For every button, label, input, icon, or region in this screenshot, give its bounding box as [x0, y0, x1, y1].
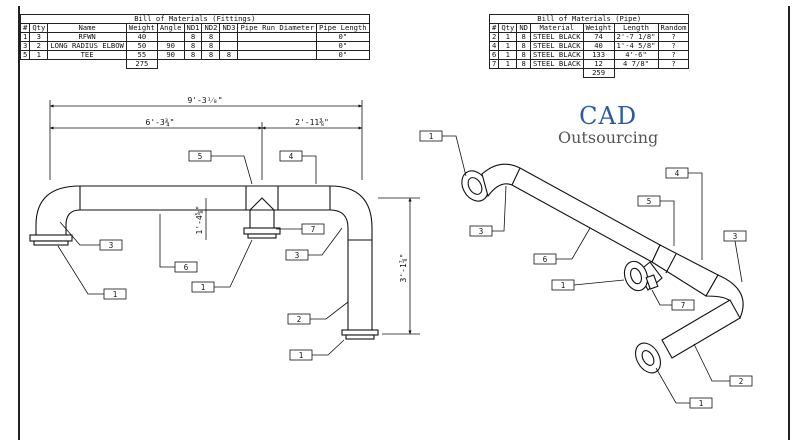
pipe-bom-title: Bill of Materials (Pipe): [489, 14, 690, 23]
iso-tag-3-top: 3: [469, 185, 507, 237]
front-tag-7: 7: [276, 223, 325, 235]
front-dimension-labels: 9'-3¹⁄₈" 6'-3¾" 2'-11⅜" 1'-4⅝" 3'-1⅞": [146, 96, 408, 282]
svg-text:1: 1: [113, 290, 118, 299]
svg-text:3: 3: [479, 227, 484, 236]
isometric-view: [461, 163, 744, 374]
svg-text:7: 7: [681, 301, 686, 310]
fittings-bom-cell: 5: [19, 50, 31, 60]
iso-tag-1-middle: 1: [551, 279, 625, 291]
svg-text:5: 5: [198, 152, 203, 161]
iso-tag-4: 4: [665, 167, 703, 260]
iso-tag-2: 2: [693, 343, 753, 387]
svg-text:1: 1: [429, 132, 434, 141]
svg-text:6: 6: [543, 255, 548, 264]
front-tag-3-right: 3: [285, 227, 343, 261]
svg-text:1: 1: [561, 281, 566, 290]
front-tag-5: 5: [188, 150, 253, 185]
svg-text:6: 6: [184, 263, 189, 272]
company-logo: CAD Outsourcing: [558, 103, 658, 147]
pipe-bom-total-row: 259: [490, 68, 689, 78]
svg-text:3: 3: [295, 251, 300, 260]
pipe-bom-cell: ?: [657, 59, 690, 69]
fittings-bom-title: Bill of Materials (Fittings): [20, 14, 370, 23]
fittings-bom-total-weight: 275: [125, 59, 158, 69]
fittings-bom-cell: [237, 50, 318, 60]
iso-tag-1-top: 1: [419, 130, 467, 177]
iso-tag-6: 6: [533, 227, 591, 265]
svg-text:7: 7: [311, 225, 316, 234]
svg-text:4: 4: [675, 169, 680, 178]
logo-outsourcing-text: Outsourcing: [558, 128, 659, 147]
svg-text:2: 2: [297, 315, 302, 324]
fittings-bom-cell: 1: [29, 50, 49, 60]
iso-tag-1-bottom: 1: [655, 367, 713, 409]
dim-right-span: 2'-11⅜": [295, 118, 329, 127]
front-tag-4: 4: [279, 150, 317, 184]
front-dimensions: [49, 100, 420, 335]
fittings-bom-cell: 8: [219, 50, 239, 60]
front-tags: 5 4 7 3 3: [57, 150, 349, 361]
pipe-bom-cell: 1: [498, 59, 518, 69]
pipe-bom-total-weight: 259: [582, 68, 615, 78]
svg-text:3: 3: [109, 241, 114, 250]
iso-tag-7: 7: [651, 289, 695, 311]
front-tag-6: 6: [159, 214, 198, 273]
front-elevation-view: [29, 185, 379, 340]
svg-text:3: 3: [733, 232, 738, 241]
fittings-bom-cell: 0": [316, 50, 370, 60]
svg-text:1: 1: [699, 399, 704, 408]
iso-tags: 1 3 4 5 3: [419, 130, 753, 409]
drawing-border: [18, 6, 790, 440]
front-tag-3-left: 3: [59, 221, 123, 251]
svg-text:2: 2: [739, 377, 744, 386]
front-tag-1-bottom: 1: [289, 339, 345, 361]
svg-text:1: 1: [201, 283, 206, 292]
iso-tag-3-right: 3: [723, 230, 747, 283]
pipe-bom-cell: 7: [488, 59, 500, 69]
front-tag-1-tee: 1: [191, 239, 253, 293]
front-tag-2: 2: [287, 301, 349, 325]
svg-text:1: 1: [299, 351, 304, 360]
logo-cad-text: CAD: [579, 102, 638, 130]
svg-text:5: 5: [647, 197, 652, 206]
iso-tag-5: 5: [637, 195, 675, 246]
fittings-bom-total-row: 275: [21, 59, 370, 69]
dim-tee-drop: 1'-4⅝": [195, 206, 204, 235]
dim-overall-width: 9'-3¹⁄₈": [187, 96, 222, 105]
dim-left-span: 6'-3¾": [146, 118, 175, 127]
dim-vertical-leg: 3'-1⅞": [399, 254, 408, 283]
svg-text:4: 4: [289, 152, 294, 161]
front-tag-1-left: 1: [57, 245, 127, 300]
